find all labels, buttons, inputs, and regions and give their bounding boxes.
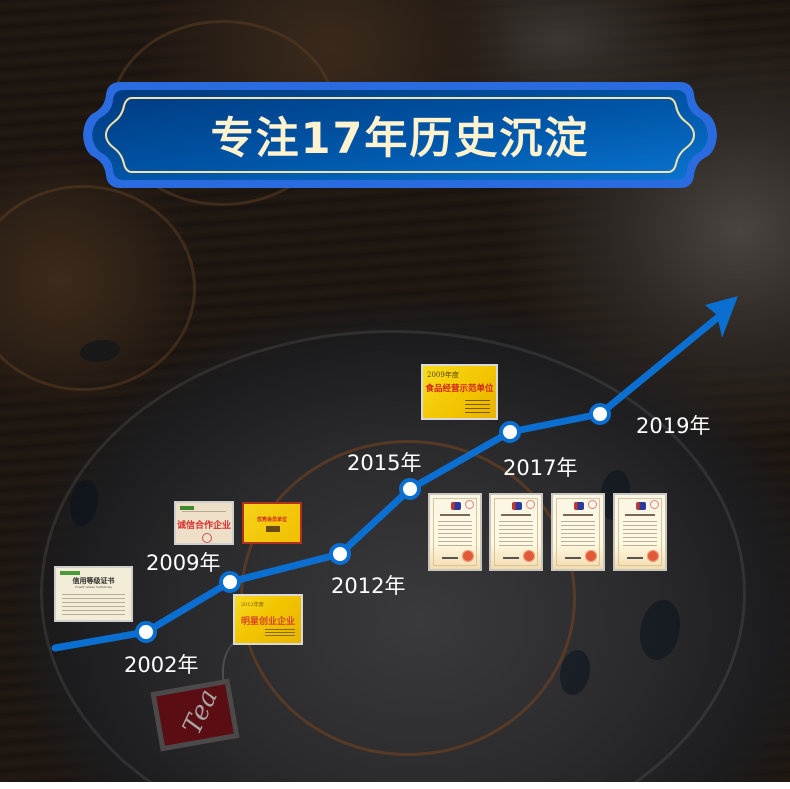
signature-icon — [266, 526, 280, 532]
stamp-icon — [650, 500, 659, 509]
year-label-2012: 2012年 — [331, 574, 406, 598]
patent-body — [438, 521, 472, 547]
member-unit-award: 优秀会员单位 — [242, 502, 302, 544]
signature-icon — [503, 557, 519, 559]
patent-certificate — [428, 493, 482, 571]
award-title: 食品经营示范单位 — [425, 384, 494, 394]
seal-icon — [647, 550, 659, 562]
patent-border — [494, 498, 538, 566]
stamp-icon — [588, 500, 597, 509]
banner-frame-icon — [83, 82, 717, 188]
patent-border — [618, 498, 662, 566]
seal-icon — [202, 533, 212, 543]
cert-logo-icon — [60, 571, 80, 575]
signature-icon — [565, 557, 581, 559]
year-label-2015: 2015年 — [347, 451, 422, 475]
seal-icon — [585, 550, 597, 562]
patent-border — [433, 498, 477, 566]
cert-subtitle: Credit Grade Certificate — [75, 585, 112, 589]
patent-title-line — [501, 514, 531, 516]
page-title: 专注17年历史沉淀 — [210, 114, 590, 164]
patent-title-line — [563, 514, 593, 516]
cert-body — [182, 511, 226, 515]
patent-body — [623, 521, 657, 547]
patent-certificate — [613, 493, 667, 571]
year-label-2017: 2017年 — [503, 456, 578, 480]
year-label-2009: 2009年 — [146, 551, 221, 575]
year-label-2019: 2019年 — [636, 414, 711, 438]
patent-body — [561, 521, 595, 547]
cert-body — [62, 594, 125, 616]
patent-logo-icon — [636, 502, 646, 510]
integrity-partner-certificate: 诚信合作企业 — [174, 501, 234, 545]
herb-bowl-left — [0, 185, 196, 391]
food-model-unit-award: 2009年度 食品经营示范单位 — [421, 364, 498, 420]
plate-pattern — [80, 340, 120, 362]
title-banner: 专注17年历史沉淀 — [80, 80, 720, 190]
patent-certificate — [489, 493, 543, 571]
credit-grade-certificate: 信用等级证书 Credit Grade Certificate — [54, 566, 133, 622]
cert-title: 诚信合作企业 — [176, 521, 231, 531]
signature-icon — [627, 557, 643, 559]
patent-border — [556, 498, 600, 566]
patent-logo-icon — [451, 502, 461, 510]
cert-logo-icon — [180, 506, 194, 510]
award-body — [265, 629, 295, 637]
arrow-up-icon — [705, 296, 738, 338]
patent-logo-icon — [574, 502, 584, 510]
stamp-icon — [526, 500, 535, 509]
patent-title-line — [440, 514, 470, 516]
seal-icon — [462, 550, 474, 562]
cert-title: 信用等级证书 — [72, 576, 115, 585]
patent-body — [499, 521, 533, 547]
year-label-2002: 2002年 — [124, 653, 199, 677]
patent-logo-icon — [512, 502, 522, 510]
seal-icon — [523, 550, 535, 562]
award-title: 明星创业企业 — [240, 617, 295, 627]
award-year: 2012年度 — [241, 602, 264, 608]
teabag-string — [222, 630, 264, 690]
award-body — [465, 400, 490, 414]
award-year: 2009年度 — [427, 371, 459, 379]
patent-certificate — [551, 493, 605, 571]
stamp-icon — [465, 500, 474, 509]
patent-title-line — [625, 514, 655, 516]
signature-icon — [442, 557, 458, 559]
award-title: 优秀会员单位 — [256, 517, 287, 523]
star-enterprise-award: 2012年度 明星创业企业 — [233, 594, 303, 645]
